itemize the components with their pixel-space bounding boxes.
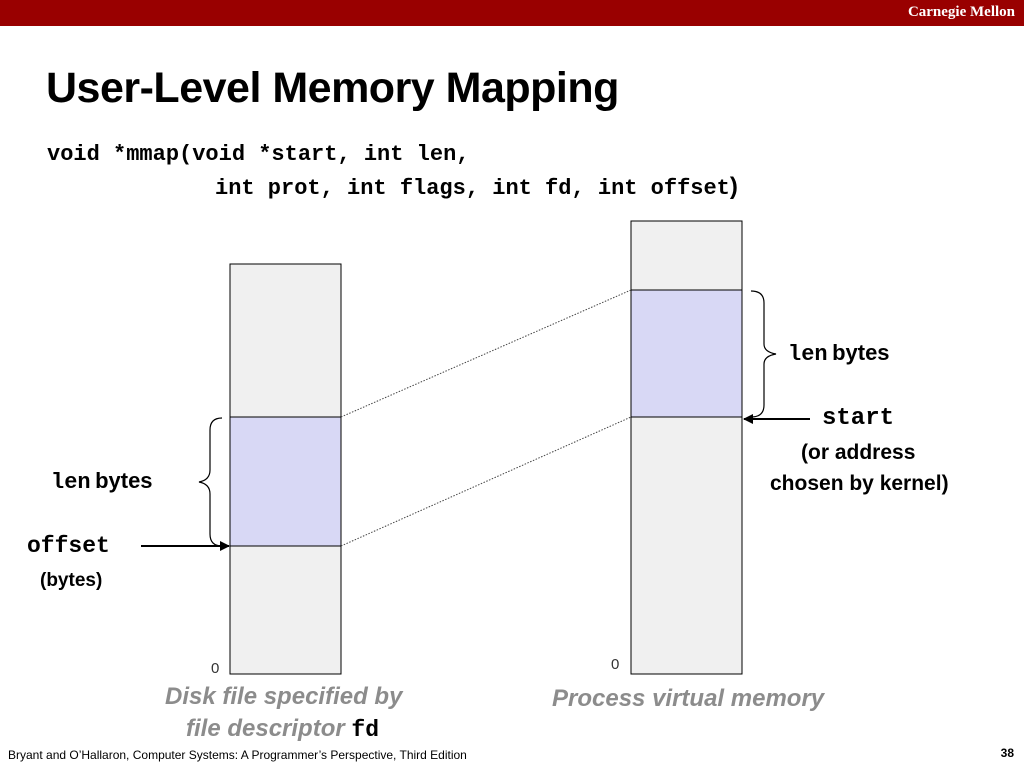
disk-caption-code: fd — [351, 717, 379, 743]
page-number: 38 — [1000, 746, 1014, 760]
start-note-line1: (or address — [801, 441, 916, 464]
start-note-line2: chosen by kernel) — [770, 472, 949, 495]
footer-citation: Bryant and O’Hallaron, Computer Systems:… — [8, 748, 467, 762]
vm-len-brace — [750, 290, 777, 418]
vm-len-code: len — [788, 342, 828, 367]
mmap-signature-args: int prot, int flags, int fd, int offset — [215, 176, 730, 201]
offset-label: offset — [27, 533, 110, 559]
disk-len-text: bytes — [95, 468, 153, 493]
vm-caption: Process virtual memory — [552, 685, 825, 712]
disk-caption-line1: Disk file specified by — [165, 683, 403, 710]
page-title: User-Level Memory Mapping — [46, 64, 619, 112]
mmap-signature-line2: int prot, int flags, int fd, int offset) — [215, 173, 738, 201]
disk-mapped-region — [229, 416, 342, 547]
disk-len-code: len — [51, 470, 91, 495]
vm-block — [630, 220, 743, 675]
vm-mapped-region — [630, 289, 743, 418]
vm-zero-label: 0 — [611, 656, 620, 673]
vm-len-label: len bytes — [788, 340, 890, 367]
offset-note: (bytes) — [40, 570, 103, 591]
brand-label: Carnegie Mellon — [907, 4, 1015, 20]
disk-zero-label: 0 — [211, 660, 220, 677]
disk-caption-line2: file descriptor fd — [186, 715, 379, 743]
vm-len-text: bytes — [832, 340, 890, 365]
mmap-signature-line1: void *mmap(void *start, int len, — [47, 142, 470, 167]
mmap-signature-close: ) — [729, 173, 738, 200]
start-label: start — [822, 405, 895, 432]
disk-len-brace — [198, 417, 223, 547]
mapping-line-top — [340, 289, 632, 418]
header-bar: Carnegie Mellon — [0, 0, 1024, 26]
mapping-line-bottom — [340, 416, 632, 547]
disk-caption-text: file descriptor — [186, 715, 345, 742]
disk-len-label: len bytes — [51, 468, 153, 495]
